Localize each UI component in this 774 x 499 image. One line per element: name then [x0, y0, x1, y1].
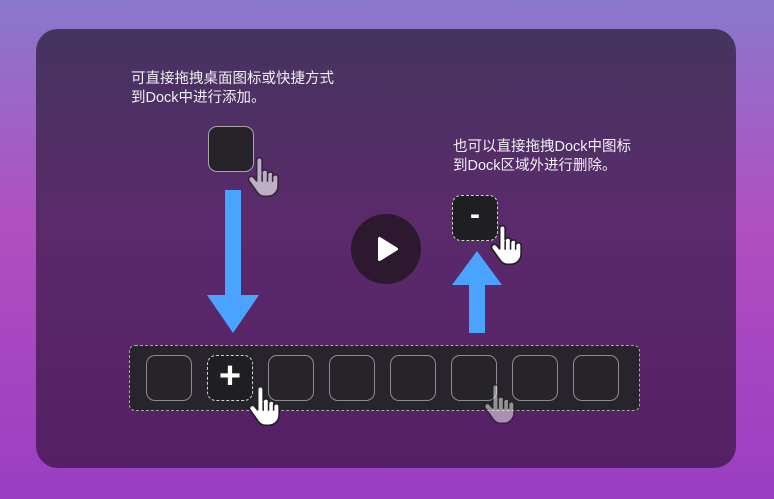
remove-instruction-line-2: 到Dock区域外进行删除。 — [453, 158, 617, 174]
dock-slot[interactable] — [146, 355, 192, 401]
remove-instruction-line-1: 也可以直接拖拽Dock中图标 — [453, 139, 632, 155]
dock-slot[interactable] — [512, 355, 558, 401]
dock-slot-add[interactable]: + — [207, 355, 253, 401]
dock-bar: + — [129, 345, 640, 411]
dock-slot[interactable] — [390, 355, 436, 401]
remove-instruction-text: 也可以直接拖拽Dock中图标 到Dock区域外进行删除。 — [453, 138, 631, 176]
dock-slot[interactable] — [573, 355, 619, 401]
dock-slot[interactable] — [329, 355, 375, 401]
add-instruction-text: 可直接拖拽桌面图标或快捷方式 到Dock中进行添加。 — [131, 70, 334, 108]
plus-icon: + — [218, 355, 242, 397]
desktop-icon-tile[interactable] — [208, 126, 254, 172]
play-button[interactable] — [351, 214, 421, 284]
hand-pointer-icon — [488, 225, 526, 265]
arrow-up-icon — [452, 251, 502, 333]
arrow-down-icon — [207, 190, 259, 333]
dock-slot[interactable] — [268, 355, 314, 401]
removed-dock-icon[interactable]: - — [452, 195, 498, 241]
dock-slot-removed[interactable] — [451, 355, 497, 401]
add-instruction-line-2: 到Dock中进行添加。 — [131, 90, 266, 106]
dock-tutorial-card: 可直接拖拽桌面图标或快捷方式 到Dock中进行添加。 也可以直接拖拽Dock中图… — [36, 29, 736, 468]
hand-pointer-icon — [481, 384, 519, 424]
hand-pointer-icon — [245, 157, 283, 197]
add-instruction-line-1: 可直接拖拽桌面图标或快捷方式 — [131, 71, 334, 87]
minus-icon: - — [470, 198, 480, 231]
play-icon — [378, 237, 398, 261]
hand-pointer-icon — [246, 386, 284, 426]
